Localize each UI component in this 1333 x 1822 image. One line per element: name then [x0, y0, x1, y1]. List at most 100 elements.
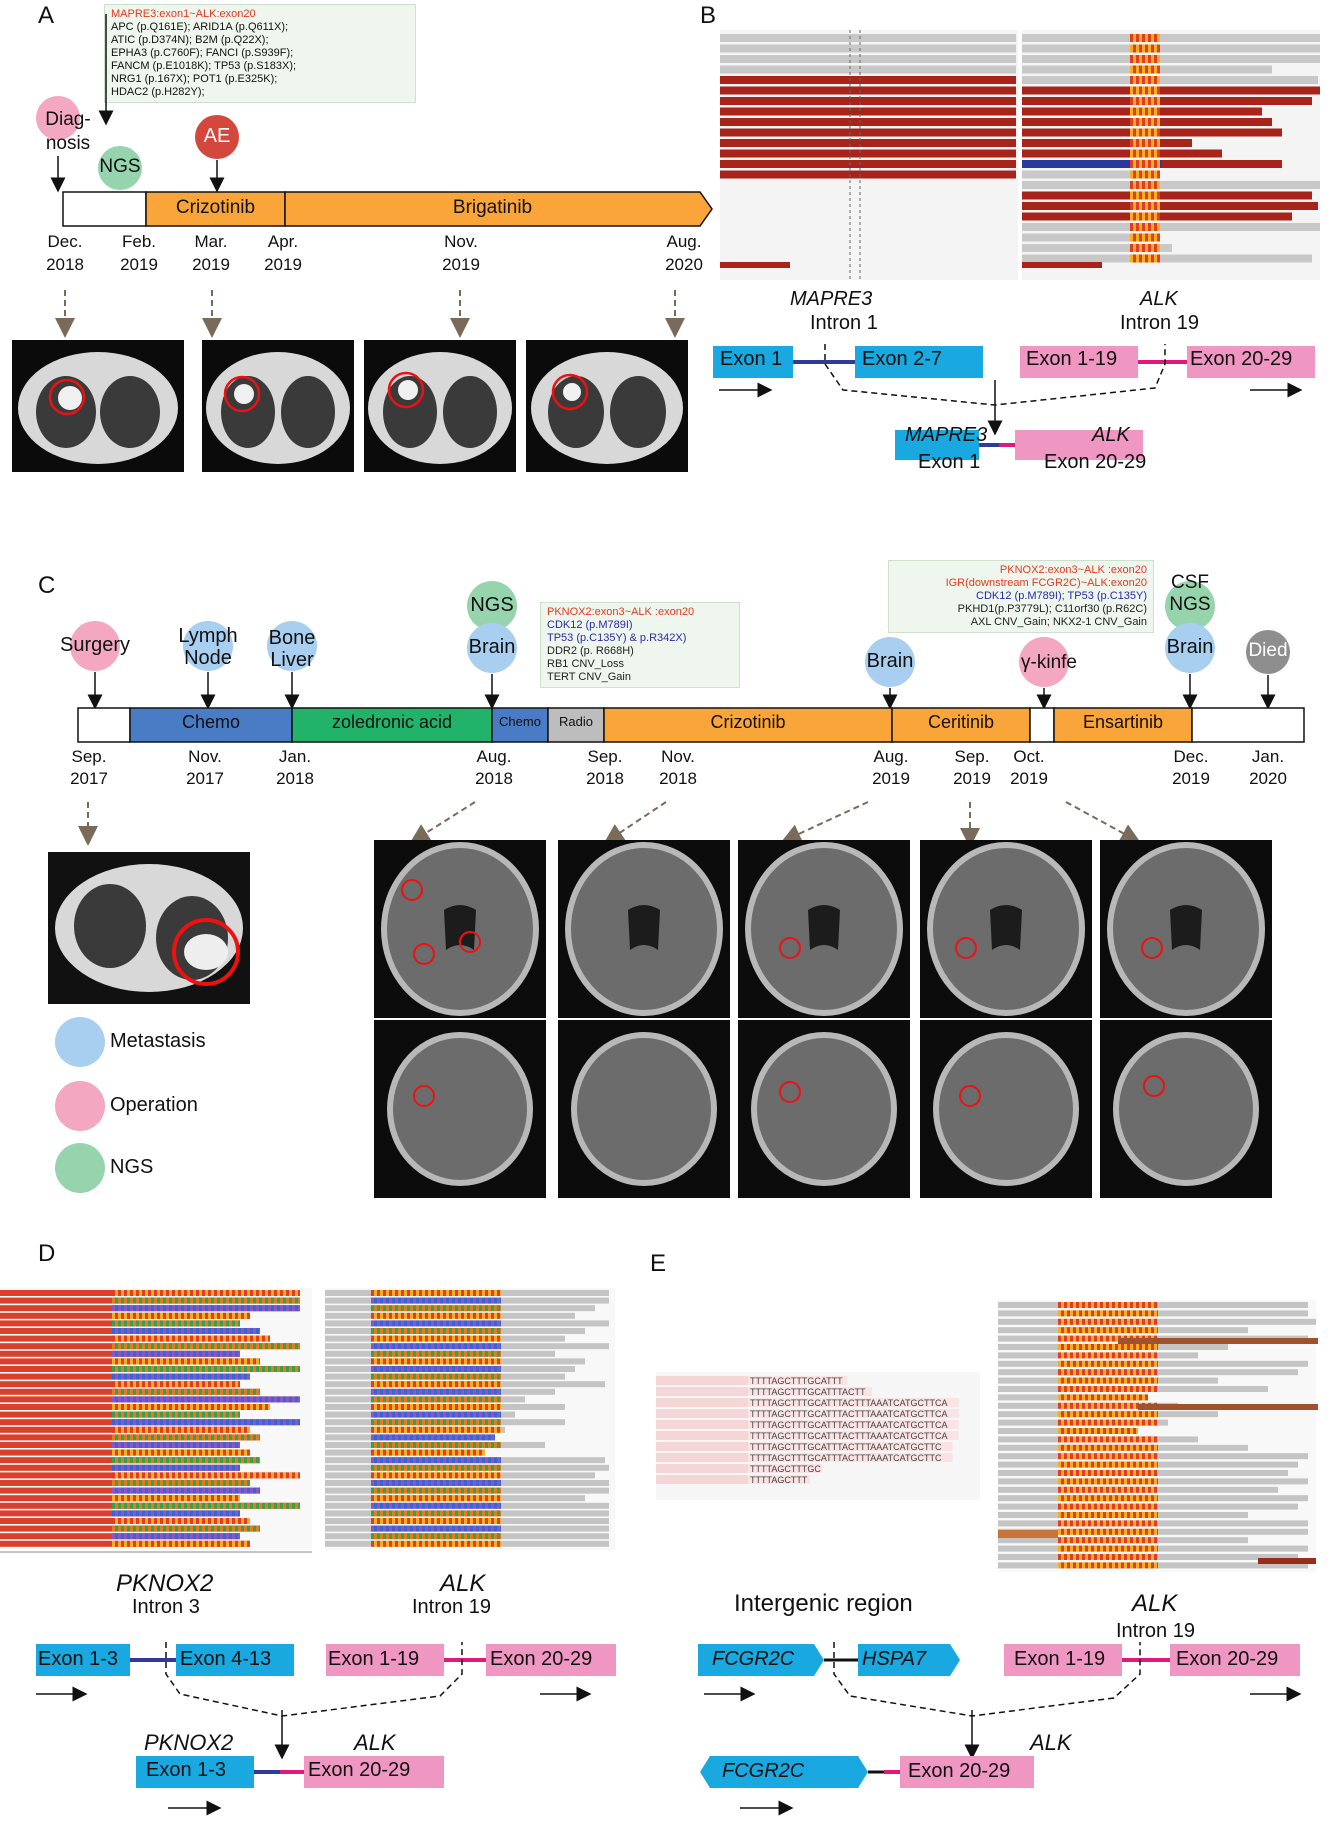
base-mismatch	[220, 1373, 223, 1380]
base-mismatch	[157, 1434, 160, 1441]
base-mismatch	[1139, 1318, 1142, 1325]
base-mismatch	[208, 1487, 211, 1494]
base-mismatch	[1139, 55, 1142, 63]
base-mismatch	[1130, 97, 1133, 105]
base-mismatch	[199, 1480, 202, 1486]
base-mismatch	[1073, 1537, 1076, 1544]
base-mismatch	[226, 1540, 229, 1547]
base-mismatch	[268, 1366, 271, 1372]
base-mismatch	[289, 1297, 292, 1304]
base-mismatch	[175, 1533, 178, 1540]
base-mismatch	[416, 1487, 419, 1494]
base-mismatch	[1097, 1428, 1100, 1434]
base-mismatch	[449, 1457, 452, 1464]
base-mismatch	[419, 1396, 422, 1403]
base-mismatch	[1112, 1327, 1115, 1334]
base-mismatch	[434, 1297, 437, 1304]
base-mismatch	[500, 1540, 501, 1547]
base-mismatch	[371, 1404, 374, 1410]
base-mismatch	[1109, 1512, 1112, 1518]
base-mismatch	[1151, 1352, 1154, 1359]
read-bar	[1022, 160, 1162, 168]
base-mismatch	[371, 1510, 374, 1517]
base-mismatch	[172, 1388, 175, 1395]
base-mismatch	[1115, 1503, 1118, 1510]
base-mismatch	[163, 1411, 166, 1418]
base-mismatch	[380, 1434, 383, 1441]
base-mismatch	[1121, 1394, 1124, 1401]
brain-outline	[387, 1032, 533, 1186]
base-mismatch	[154, 1540, 157, 1547]
base-mismatch	[199, 1366, 202, 1372]
base-mismatch	[446, 1442, 449, 1448]
base-mismatch	[383, 1388, 386, 1395]
mutation-line: AXL CNV_Gain; NKX2-1 CNV_Gain	[970, 616, 1147, 628]
base-mismatch	[398, 1404, 401, 1410]
base-mismatch	[169, 1411, 172, 1418]
base-mismatch	[169, 1518, 172, 1524]
panel-a-timeline	[36, 14, 713, 338]
base-mismatch	[178, 1366, 181, 1372]
mutation-line: PKNOX2:exon3~ALK :exon20	[547, 606, 695, 618]
date-month: Nov.	[188, 747, 222, 766]
csf-ngs-label: CSF NGS	[1169, 572, 1211, 615]
base-mismatch	[383, 1502, 386, 1509]
base-mismatch	[404, 1472, 407, 1479]
base-mismatch	[1130, 1503, 1133, 1510]
base-mismatch	[163, 1442, 166, 1448]
base-mismatch	[446, 1312, 449, 1319]
base-mismatch	[407, 1404, 410, 1410]
base-mismatch	[1103, 1411, 1106, 1418]
base-mismatch	[238, 1320, 240, 1327]
base-mismatch	[214, 1495, 217, 1502]
base-mismatch	[392, 1290, 395, 1296]
base-mismatch	[136, 1442, 139, 1448]
base-mismatch	[1079, 1428, 1082, 1434]
base-mismatch	[223, 1328, 226, 1334]
base-mismatch	[377, 1396, 380, 1403]
base-mismatch	[148, 1358, 151, 1365]
base-mismatch	[181, 1388, 184, 1395]
base-mismatch	[386, 1510, 389, 1517]
base-mismatch	[383, 1518, 386, 1524]
base-mismatch	[461, 1540, 464, 1547]
base-mismatch	[130, 1358, 133, 1365]
base-mismatch	[145, 1320, 148, 1327]
base-mismatch	[1148, 1318, 1151, 1325]
base-mismatch	[491, 1297, 494, 1304]
base-mismatch	[256, 1358, 259, 1365]
base-mismatch	[259, 1404, 262, 1410]
base-mismatch	[1130, 254, 1133, 263]
base-mismatch	[193, 1320, 196, 1327]
base-mismatch	[124, 1525, 127, 1532]
base-mismatch	[476, 1419, 479, 1426]
base-mismatch	[407, 1457, 410, 1464]
mutation-line: ATIC (p.D374N); B2M (p.Q22X);	[111, 34, 269, 46]
base-mismatch	[268, 1290, 271, 1296]
base-mismatch	[265, 1335, 268, 1342]
base-mismatch	[1088, 1503, 1091, 1510]
base-mismatch	[1088, 1335, 1091, 1342]
base-mismatch	[1145, 76, 1148, 84]
base-mismatch	[1100, 1470, 1103, 1476]
base-mismatch	[163, 1464, 166, 1471]
base-mismatch	[214, 1434, 217, 1441]
base-mismatch	[431, 1480, 434, 1486]
base-mismatch	[1145, 86, 1148, 95]
base-mismatch	[154, 1381, 157, 1388]
base-mismatch	[196, 1343, 199, 1350]
base-mismatch	[1076, 1545, 1079, 1552]
base-mismatch	[172, 1297, 175, 1304]
base-mismatch	[127, 1419, 130, 1426]
base-mismatch	[458, 1518, 461, 1524]
base-mismatch	[494, 1472, 497, 1479]
base-mismatch	[1073, 1419, 1076, 1426]
base-mismatch	[467, 1320, 470, 1327]
base-mismatch	[1133, 1478, 1136, 1485]
base-mismatch	[395, 1290, 398, 1296]
base-mismatch	[437, 1487, 440, 1494]
base-mismatch	[166, 1411, 169, 1418]
base-mismatch	[1085, 1402, 1088, 1409]
base-mismatch	[479, 1305, 482, 1312]
base-mismatch	[440, 1502, 443, 1509]
